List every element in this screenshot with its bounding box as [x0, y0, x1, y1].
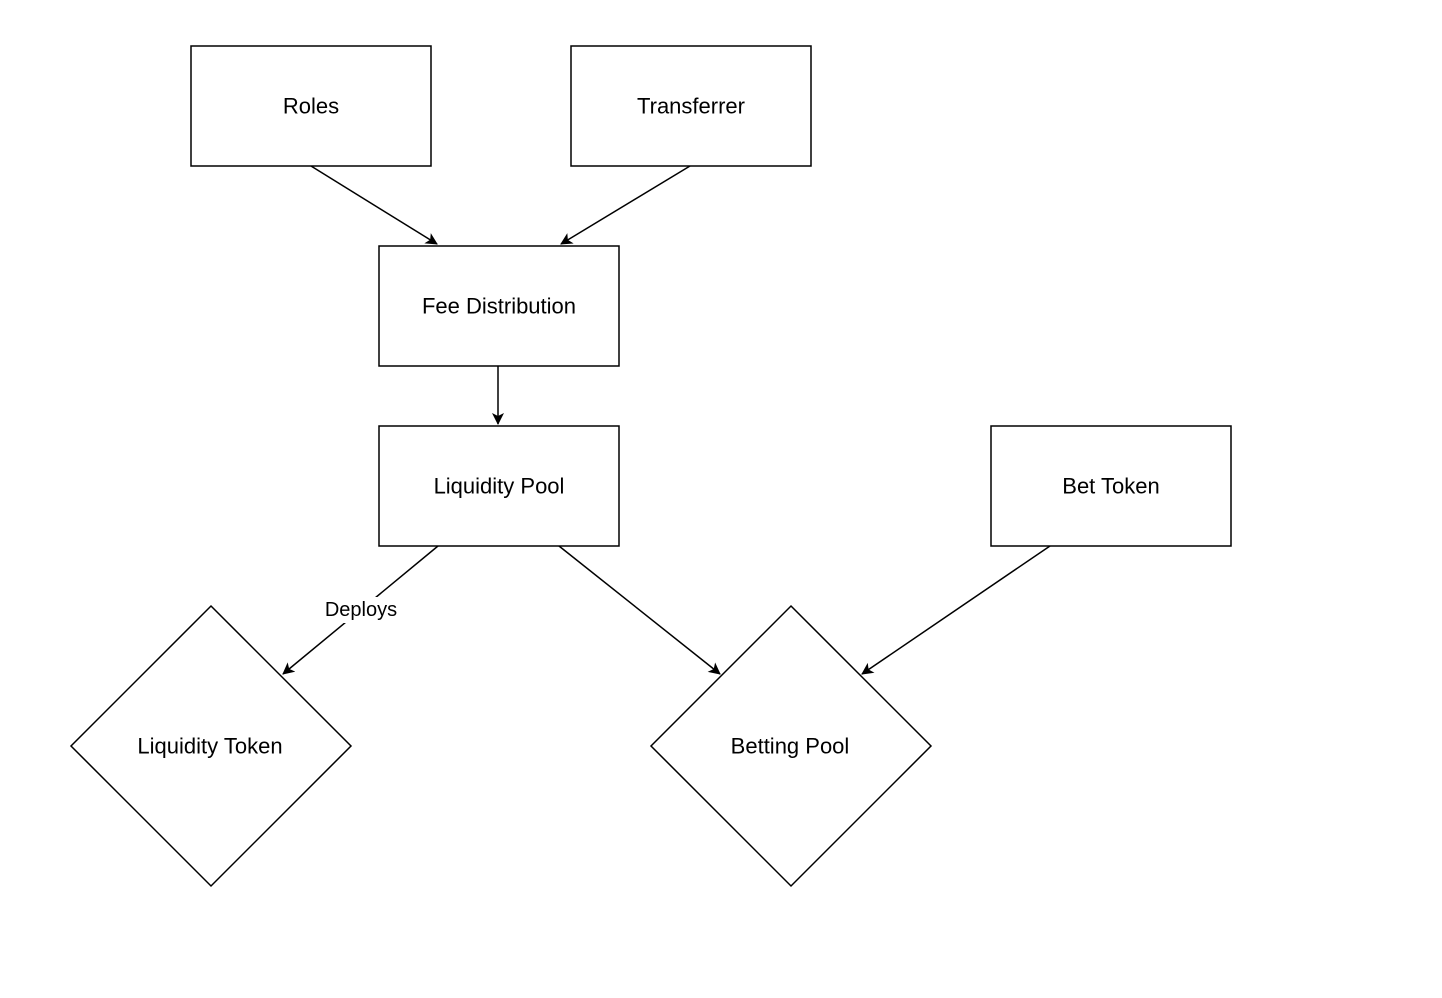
node-fee-distribution[interactable]: Fee Distribution: [378, 245, 620, 367]
edge-label-text: Deploys: [325, 599, 397, 621]
node-betting-pool[interactable]: Betting Pool: [649, 604, 933, 888]
node-fee-distribution-label: Fee Distribution: [422, 294, 576, 319]
node-roles-box: [190, 45, 432, 167]
node-betting-pool-label: Betting Pool: [731, 734, 850, 759]
node-roles-label: Roles: [283, 94, 339, 119]
edge-bet-token-to-betting-pool[interactable]: [861, 545, 1051, 675]
node-liquidity-token-label: Liquidity Token: [137, 734, 282, 759]
node-transferrer-box: [570, 45, 812, 167]
node-liquidity-pool[interactable]: Liquidity Pool: [378, 425, 620, 547]
edge-liquidity-pool-to-betting-pool[interactable]: [558, 545, 721, 675]
node-fee-distribution-box: [378, 245, 620, 367]
node-liquidity-pool-label: Liquidity Pool: [434, 474, 565, 499]
node-bet-token-label: Bet Token: [1062, 474, 1159, 499]
node-transferrer[interactable]: Transferrer: [570, 45, 812, 167]
node-liquidity-pool-box: [378, 425, 620, 547]
node-bet-token[interactable]: Bet Token: [990, 425, 1232, 547]
edge-label-background: [318, 597, 404, 623]
node-transferrer-label: Transferrer: [637, 94, 745, 119]
node-liquidity-token-diamond: [69, 604, 353, 888]
node-betting-pool-diamond: [649, 604, 933, 888]
edges: [282, 165, 1051, 675]
node-roles[interactable]: Roles: [190, 45, 432, 167]
node-liquidity-token[interactable]: Liquidity Token: [69, 604, 353, 888]
node-bet-token-box: [990, 425, 1232, 547]
edge-roles-to-fee-distribution[interactable]: [310, 165, 438, 245]
edge-label-deploys: Deploys: [318, 597, 404, 623]
edge-transferrer-to-fee-distribution[interactable]: [560, 165, 691, 245]
